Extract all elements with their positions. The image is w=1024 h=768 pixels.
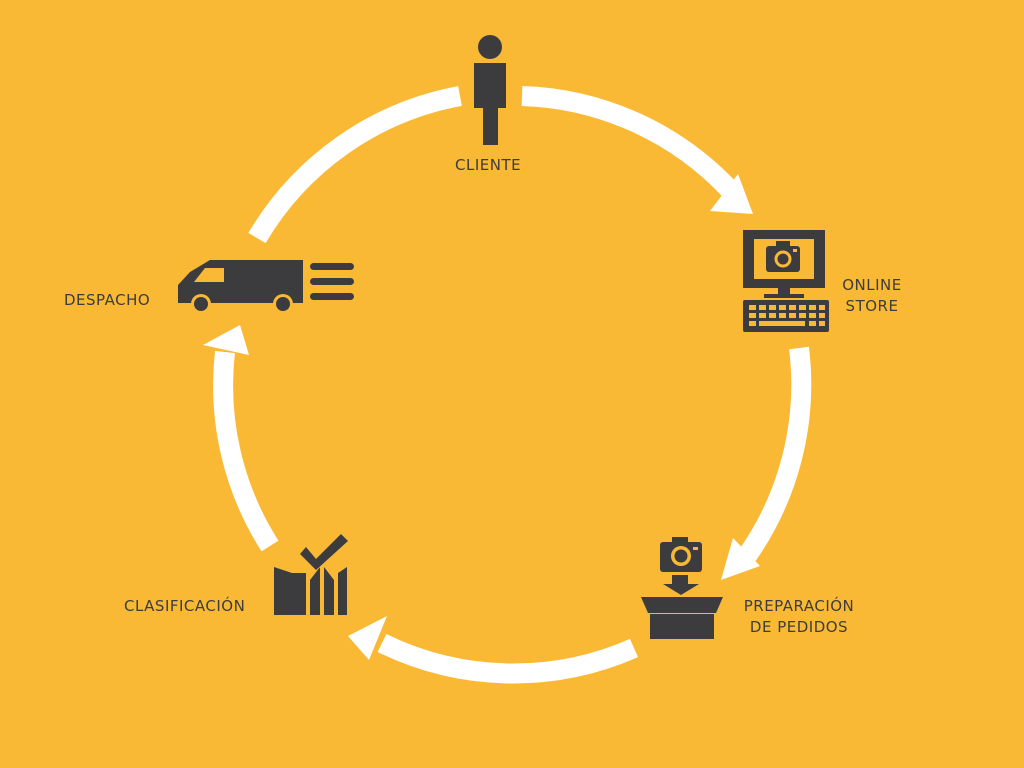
arrowhead-2 [721, 538, 760, 580]
label-despacho-line-1: DESPACHO [64, 291, 151, 309]
arrow-heads [203, 174, 760, 660]
label-preparacion-de-pedidos: PREPARACIÓN DE PEDIDOS [726, 596, 872, 638]
arrow-preparacion-to-clasificacion [377, 634, 639, 684]
computer-camera-icon [743, 230, 829, 332]
label-preparacion-line-1: PREPARACIÓN [743, 597, 855, 615]
flow-arrows [213, 86, 812, 684]
label-online-store-line-1: ONLINE [842, 276, 902, 294]
label-cliente: CLIENTE [455, 155, 521, 176]
delivery-van-icon [178, 260, 354, 314]
label-clasificacion: CLASIFICACIÓN [124, 596, 245, 617]
arrowhead-3 [348, 616, 387, 660]
person-icon [474, 35, 506, 145]
label-cliente-line-1: CLIENTE [455, 156, 522, 174]
label-despacho: DESPACHO [64, 290, 150, 311]
label-preparacion-line-2: DE PEDIDOS [749, 618, 849, 636]
arrowhead-4 [203, 325, 249, 355]
box-check-icon [274, 534, 348, 615]
label-online-store: ONLINE STORE [832, 275, 912, 317]
camera-box-icon [641, 537, 723, 639]
arrow-despacho-to-cliente [248, 86, 462, 244]
arrow-cliente-to-online-store [521, 86, 738, 197]
arrow-clasificacion-to-despacho [213, 350, 279, 552]
arrowhead-1 [710, 174, 753, 214]
label-clasificacion-line-1: CLASIFICACIÓN [124, 597, 246, 615]
arrow-online-store-to-preparacion [735, 346, 812, 566]
label-online-store-line-2: STORE [845, 297, 899, 315]
